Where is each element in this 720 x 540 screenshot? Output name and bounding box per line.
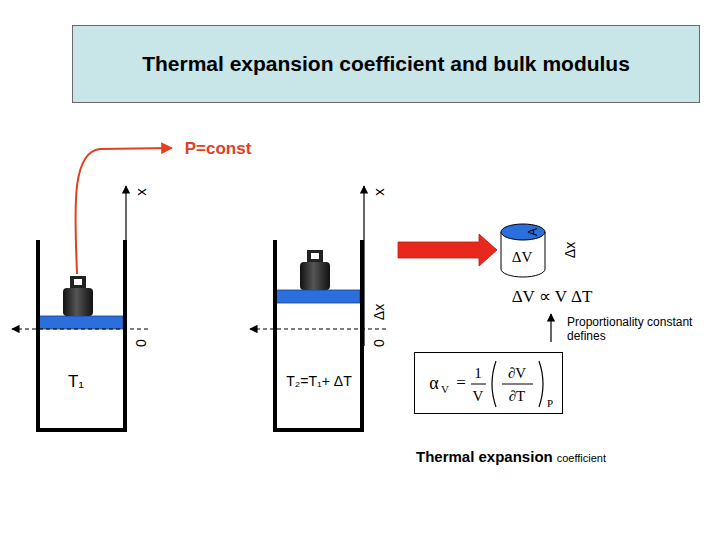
vessel-wall — [38, 240, 125, 430]
node-text: α — [429, 374, 438, 394]
origin-label: 0 — [371, 339, 387, 347]
node-text: ΔV — [512, 249, 532, 266]
node-text: T₁ — [68, 373, 84, 392]
vessel: T₁ — [36, 236, 128, 432]
proportionality: ΔV ∝ V ΔT — [512, 287, 593, 307]
node-text: ∂T — [509, 388, 526, 405]
title: Thermal expansion coefficient and bulk m… — [142, 52, 630, 76]
formula-box: αV=1V∂V∂TP — [414, 352, 563, 414]
weight — [63, 276, 93, 316]
vessel-wall — [275, 240, 362, 430]
volume-cylinder: A ΔV — [500, 222, 546, 278]
caption-heading: Thermal expansion — [416, 448, 553, 465]
cylinder-top — [501, 224, 545, 240]
zero-line — [12, 328, 148, 329]
origin-label: 0 — [133, 339, 149, 347]
node-text: ∂V — [508, 365, 526, 382]
displacement-label: Δx — [371, 304, 387, 320]
pressure-label: P=const — [185, 139, 252, 159]
axis-label: x — [370, 188, 387, 196]
zero-line — [250, 328, 386, 329]
node-text: V — [473, 388, 484, 405]
vessel: T₂=T₁+ ΔT — [273, 236, 395, 432]
weight — [300, 250, 330, 290]
fraction-bar — [471, 384, 486, 385]
title-band: Thermal expansion coefficient and bulk m… — [72, 25, 700, 103]
definition-arrow — [550, 314, 551, 342]
caption-word: coefficient — [557, 452, 606, 465]
node-text: 1 — [474, 365, 482, 382]
block-arrow — [398, 234, 497, 266]
piston — [38, 316, 123, 329]
parenthesis — [539, 361, 543, 407]
vessel-outline — [273, 236, 395, 432]
axis-label: x — [132, 188, 149, 196]
node-text: V — [441, 383, 449, 395]
parenthesis — [492, 361, 496, 407]
node-text: A — [527, 228, 540, 236]
node-text: P — [547, 397, 553, 409]
displacement-label: Δx — [562, 242, 578, 258]
piston — [275, 290, 360, 303]
fraction-bar — [502, 384, 533, 385]
vessel-outline — [36, 236, 128, 432]
note: Proportionality constant defines — [567, 316, 717, 344]
node-text: = — [456, 374, 466, 393]
node-text: T₂=T₁+ ΔT — [286, 374, 351, 389]
